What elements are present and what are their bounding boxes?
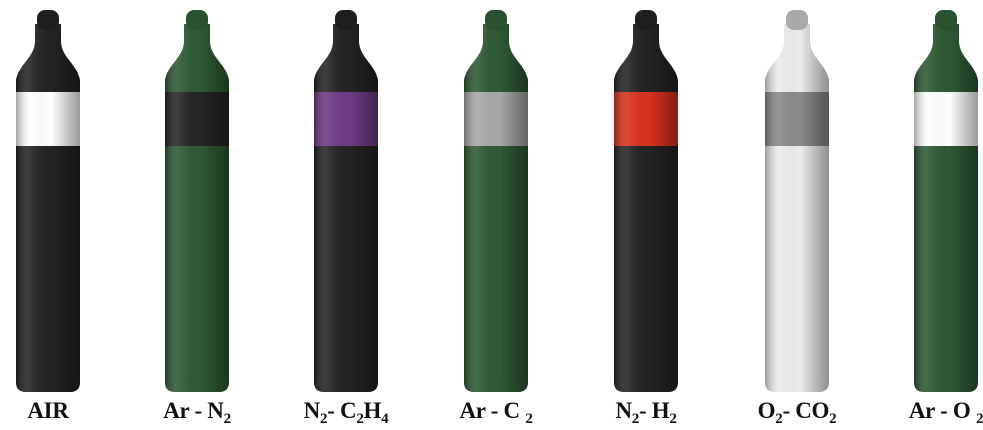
cylinder-n2-h2: N2- H2 <box>586 0 706 430</box>
cylinder-label-ar-o2: Ar - O 2 <box>886 398 983 427</box>
cylinder-shading <box>614 24 678 392</box>
cylinder-ar-c2: Ar - C 2 <box>436 0 556 430</box>
cylinder-ar-o2: Ar - O 2 <box>886 0 983 430</box>
cylinder-label-ar-n2: Ar - N2 <box>137 398 257 427</box>
cylinder-shading <box>464 24 528 392</box>
cylinder-ar-n2-graphic <box>165 10 229 392</box>
cylinder-label-n2-c2h4: N2- C2H4 <box>286 398 406 427</box>
cylinder-label-air: AIR <box>0 398 108 424</box>
cylinder-shading <box>914 24 978 392</box>
label-text: O <box>757 398 776 423</box>
cylinder-label-o2-co2: O2- CO2 <box>737 398 857 427</box>
cylinder-shading <box>165 24 229 392</box>
cylinder-ar-c2-graphic <box>464 10 528 392</box>
label-subscript: 2 <box>669 411 677 427</box>
cylinder-o2-co2-graphic <box>765 10 829 392</box>
label-subscript: 2 <box>829 411 837 427</box>
cylinder-valve-cap <box>635 10 657 30</box>
label-text: - CO <box>782 398 830 423</box>
label-text: - H <box>638 398 670 423</box>
cylinder-shading <box>314 24 378 392</box>
cylinder-shading <box>16 24 80 392</box>
label-text: - C <box>327 398 357 423</box>
cylinder-o2-co2: O2- CO2 <box>737 0 857 430</box>
cylinder-valve-cap <box>786 10 808 30</box>
label-subscript: 2 <box>356 411 364 427</box>
cylinder-valve-cap <box>186 10 208 30</box>
cylinder-ar-o2-graphic <box>914 10 978 392</box>
cylinder-valve-cap <box>485 10 507 30</box>
cylinder-valve-cap <box>935 10 957 30</box>
cylinder-label-n2-h2: N2- H2 <box>586 398 706 427</box>
label-text: AIR <box>27 398 69 423</box>
cylinder-air-graphic <box>16 10 80 392</box>
label-subscript: 2 <box>775 411 783 427</box>
label-subscript: 4 <box>381 411 389 427</box>
label-text: N <box>303 398 321 423</box>
label-text: Ar - N <box>163 398 224 423</box>
cylinder-n2-c2h4: N2- C2H4 <box>286 0 406 430</box>
label-subscript: 2 <box>525 411 533 427</box>
cylinder-n2-c2h4-graphic <box>314 10 378 392</box>
label-text: H <box>363 398 382 423</box>
cylinder-valve-cap <box>37 10 59 30</box>
cylinder-label-ar-c2: Ar - C 2 <box>436 398 556 427</box>
label-subscript: 2 <box>223 411 232 427</box>
cylinder-shading <box>765 24 829 392</box>
label-subscript: 2 <box>631 411 640 427</box>
label-subscript: 2 <box>975 411 983 427</box>
label-subscript: 2 <box>319 411 328 427</box>
label-text: Ar - O <box>908 398 976 423</box>
cylinder-air: AIR <box>0 0 108 430</box>
label-text: Ar - C <box>459 398 526 423</box>
label-text: N <box>615 398 632 423</box>
cylinder-valve-cap <box>335 10 357 30</box>
cylinder-n2-h2-graphic <box>614 10 678 392</box>
cylinder-ar-n2: Ar - N2 <box>137 0 257 430</box>
